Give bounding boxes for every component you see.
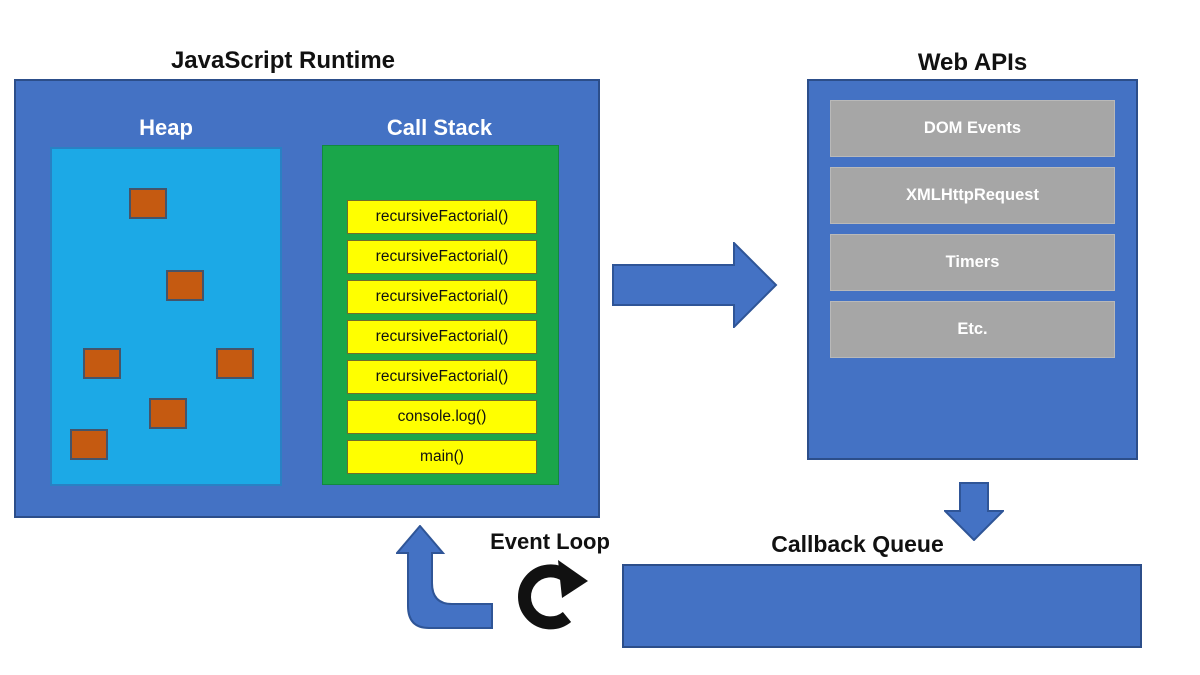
web-apis-title: Web APIs <box>917 49 1028 76</box>
callback-queue-box <box>622 564 1142 648</box>
heap-object <box>149 398 187 429</box>
call-stack-frame: console.log() <box>347 400 537 434</box>
web-api-item: DOM Events <box>830 100 1115 157</box>
call-stack-frame: main() <box>347 440 537 474</box>
callback-queue-title: Callback Queue <box>771 531 944 557</box>
call-stack-frame: recursiveFactorial() <box>347 240 537 274</box>
heap-title: Heap <box>139 115 193 140</box>
heap-object <box>129 188 167 219</box>
call-stack-frame: recursiveFactorial() <box>347 280 537 314</box>
web-api-item: XMLHttpRequest <box>830 167 1115 224</box>
heap-box <box>50 147 282 486</box>
heap-object <box>83 348 121 379</box>
heap-object <box>70 429 108 460</box>
web-api-item: Timers <box>830 234 1115 291</box>
web-api-item: Etc. <box>830 301 1115 358</box>
javascript-runtime-title: JavaScript Runtime <box>170 47 396 74</box>
call-stack-title: Call Stack <box>386 115 493 140</box>
web-apis-box: DOM Events XMLHttpRequest Timers Etc. <box>807 79 1138 460</box>
web-apis-to-callback-queue-arrow-icon <box>944 482 1004 541</box>
call-stack-frames: recursiveFactorial() recursiveFactorial(… <box>347 200 537 474</box>
heap-object <box>166 270 204 301</box>
call-stack-box: recursiveFactorial() recursiveFactorial(… <box>322 145 559 485</box>
event-loop-title: Event Loop <box>490 529 610 554</box>
callback-queue-to-runtime-arrow-icon <box>396 525 493 629</box>
heap-object <box>216 348 254 379</box>
call-stack-frame: recursiveFactorial() <box>347 200 537 234</box>
call-stack-frame: recursiveFactorial() <box>347 320 537 354</box>
javascript-runtime-box: Heap Call Stack recursiveFactorial() rec… <box>14 79 600 518</box>
runtime-to-web-apis-arrow-icon <box>612 242 778 328</box>
event-loop-cycle-icon <box>518 560 588 630</box>
call-stack-frame: recursiveFactorial() <box>347 360 537 394</box>
web-apis-list: DOM Events XMLHttpRequest Timers Etc. <box>830 100 1115 358</box>
